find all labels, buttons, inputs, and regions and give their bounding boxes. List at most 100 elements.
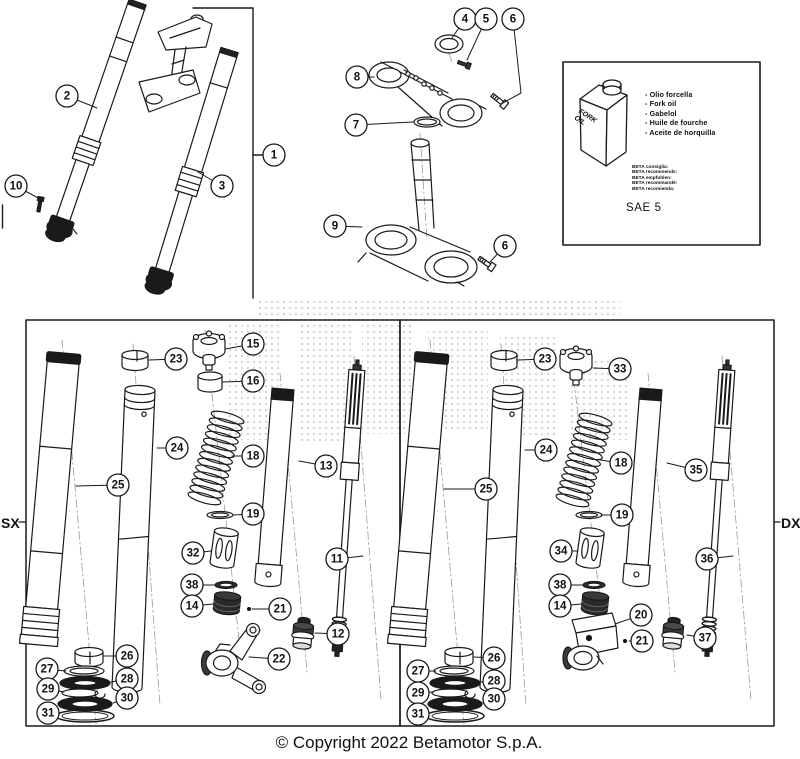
callout-3: 3 bbox=[197, 171, 234, 198]
svg-text:14: 14 bbox=[186, 601, 199, 613]
callout-15: 15 bbox=[224, 332, 265, 356]
callout-23: 23 bbox=[148, 347, 188, 371]
callout-8: 8 bbox=[345, 65, 375, 89]
svg-text:36: 36 bbox=[701, 554, 714, 566]
callout-22: 22 bbox=[248, 647, 291, 671]
svg-text:26: 26 bbox=[488, 653, 501, 665]
callout-19: 19 bbox=[600, 503, 634, 527]
callout-6: 6 bbox=[500, 7, 525, 105]
oil-canister-art bbox=[579, 79, 628, 167]
svg-text:12: 12 bbox=[332, 629, 345, 641]
oil-grade: SAE 5 bbox=[626, 202, 662, 214]
callout-30: 30 bbox=[482, 687, 506, 711]
callout-21: 21 bbox=[251, 597, 292, 621]
svg-text:13: 13 bbox=[320, 461, 333, 473]
svg-text:18: 18 bbox=[247, 451, 260, 463]
copyright-text: © Copyright 2022 Betamotor S.p.A. bbox=[275, 733, 543, 752]
callout-29: 29 bbox=[36, 677, 65, 701]
text-line: BETA recommandé: bbox=[632, 181, 678, 187]
text-line: BETA recomienda: bbox=[632, 186, 675, 192]
text-line: BETA recommends: bbox=[632, 170, 678, 176]
svg-text:21: 21 bbox=[636, 636, 649, 648]
callout-26: 26 bbox=[473, 646, 506, 670]
svg-text:22: 22 bbox=[273, 654, 286, 666]
svg-text:29: 29 bbox=[412, 688, 425, 700]
svg-text:4: 4 bbox=[462, 14, 469, 26]
text-line: BETA empfohlen: bbox=[632, 175, 672, 181]
svg-text:28: 28 bbox=[121, 674, 134, 686]
bolt-6-bottom bbox=[477, 255, 497, 273]
sx-parts bbox=[18, 330, 368, 723]
side-label-sx: SX bbox=[1, 515, 20, 531]
callout-20: 20 bbox=[614, 603, 653, 627]
svg-text:26: 26 bbox=[121, 651, 134, 663]
svg-text:5: 5 bbox=[483, 14, 490, 26]
callout-24: 24 bbox=[524, 438, 558, 462]
svg-text:25: 25 bbox=[480, 484, 493, 496]
svg-text:10: 10 bbox=[10, 181, 23, 193]
callout-6: 6 bbox=[488, 234, 517, 264]
svg-text:32: 32 bbox=[187, 548, 200, 560]
side-label-dx: DX bbox=[781, 515, 800, 531]
svg-text:23: 23 bbox=[170, 354, 183, 366]
svg-text:19: 19 bbox=[247, 509, 260, 521]
svg-text:19: 19 bbox=[616, 510, 629, 522]
callout-27: 27 bbox=[406, 659, 437, 683]
callout-38: 38 bbox=[180, 573, 215, 597]
text-line: - Gabelol bbox=[645, 108, 677, 118]
callout-13: 13 bbox=[298, 454, 338, 478]
callout-26: 26 bbox=[103, 644, 139, 668]
svg-text:9: 9 bbox=[332, 221, 338, 233]
svg-text:18: 18 bbox=[615, 458, 628, 470]
svg-text:24: 24 bbox=[171, 443, 184, 455]
svg-text:38: 38 bbox=[554, 580, 567, 592]
oil-name-list: - Olio forcella- Fork oil- Gabelol- Huil… bbox=[645, 90, 716, 137]
callout-30: 30 bbox=[112, 686, 139, 710]
callout-10: 10 bbox=[4, 174, 41, 200]
callout-35: 35 bbox=[666, 458, 708, 482]
triple-clamp-art bbox=[357, 34, 510, 287]
svg-text:6: 6 bbox=[502, 241, 508, 253]
svg-text:27: 27 bbox=[41, 664, 54, 676]
callout-34: 34 bbox=[549, 539, 579, 563]
svg-text:3: 3 bbox=[219, 181, 225, 193]
svg-text:35: 35 bbox=[690, 465, 703, 477]
svg-text:14: 14 bbox=[554, 601, 567, 613]
callout-7: 7 bbox=[344, 113, 414, 137]
svg-text:20: 20 bbox=[635, 610, 648, 622]
callout-2: 2 bbox=[55, 84, 98, 109]
svg-text:33: 33 bbox=[614, 364, 627, 376]
callout-19: 19 bbox=[232, 502, 265, 526]
callout-32: 32 bbox=[181, 541, 212, 565]
callout-9: 9 bbox=[323, 214, 363, 238]
oil-recommendation-list: BETA consiglia:BETA recommends:BETA empf… bbox=[632, 165, 677, 192]
callout-18: 18 bbox=[599, 451, 633, 475]
callout-1: 1 bbox=[252, 143, 286, 167]
callout-28: 28 bbox=[480, 669, 506, 693]
svg-text:1: 1 bbox=[271, 150, 278, 162]
callout-16: 16 bbox=[222, 369, 265, 393]
svg-text:31: 31 bbox=[42, 708, 55, 720]
callout-36: 36 bbox=[695, 547, 734, 571]
bolt-6-top bbox=[490, 92, 510, 110]
text-line: - Aceite de horquilla bbox=[645, 127, 716, 137]
callout-24: 24 bbox=[156, 436, 189, 460]
text-line: - Fork oil bbox=[645, 99, 677, 109]
svg-text:16: 16 bbox=[247, 376, 260, 388]
svg-text:6: 6 bbox=[510, 14, 516, 26]
axle-screw-10 bbox=[36, 195, 45, 213]
callout-33: 33 bbox=[592, 357, 632, 381]
fork-assembly-art bbox=[36, 0, 239, 295]
callout-31: 31 bbox=[406, 702, 430, 726]
text-line: - Olio forcella bbox=[645, 90, 693, 99]
callout-11: 11 bbox=[325, 547, 364, 571]
grease-dot-21 bbox=[247, 607, 251, 611]
callout-38: 38 bbox=[548, 573, 583, 597]
svg-text:11: 11 bbox=[331, 554, 344, 566]
grease-dot-21 bbox=[623, 639, 627, 643]
svg-text:27: 27 bbox=[412, 666, 425, 678]
callout-21: 21 bbox=[628, 629, 654, 653]
callout-5: 5 bbox=[466, 7, 498, 61]
